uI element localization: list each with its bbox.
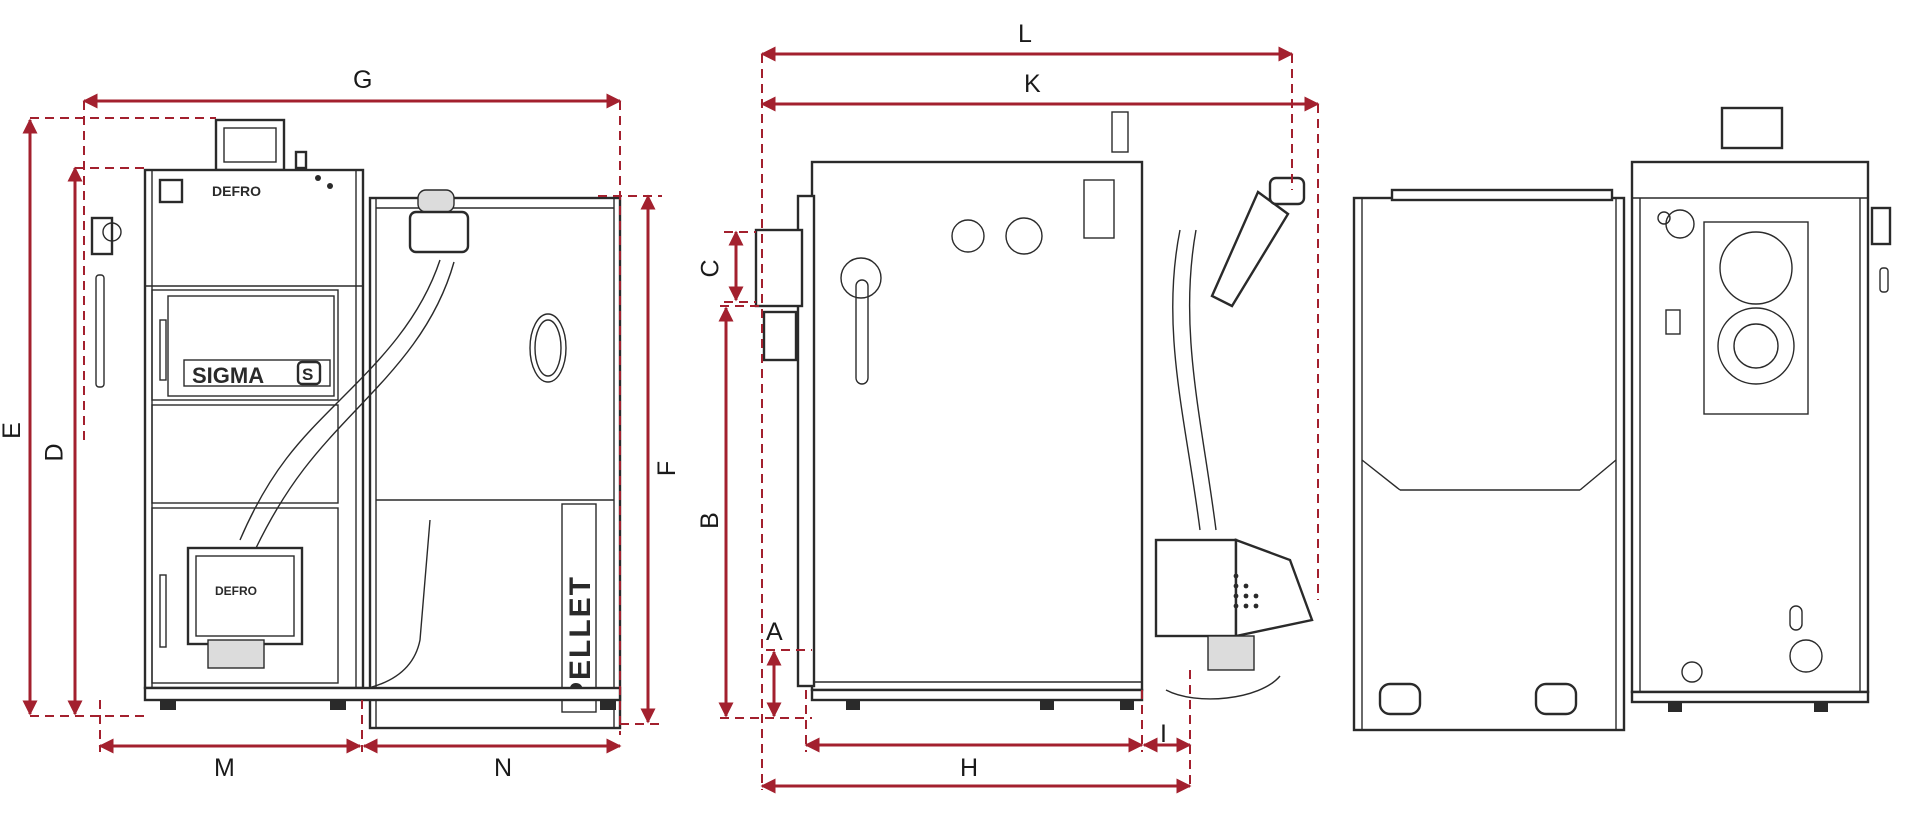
dim-label-b: B <box>695 512 724 529</box>
dim-label-k: K <box>1024 70 1041 98</box>
dim-label-g: G <box>353 66 373 94</box>
hopper-logo: PELLET <box>564 575 597 702</box>
side-flue <box>754 228 804 308</box>
rear-view <box>1352 106 1892 732</box>
dim-label-l: L <box>1018 20 1032 48</box>
dim-label-c: C <box>696 259 725 278</box>
dim-label-m: M <box>214 754 235 782</box>
rear-hopper <box>1352 196 1626 732</box>
side-burner <box>1154 538 1238 638</box>
dim-label-d: D <box>40 443 69 462</box>
dim-label-f: F <box>653 460 682 477</box>
dim-label-h: H <box>960 754 979 782</box>
upper-door <box>151 289 339 401</box>
burner-vent-dots <box>1233 573 1259 609</box>
rear-controller <box>1720 106 1784 150</box>
dim-label-i: I <box>1160 720 1167 748</box>
side-body <box>810 160 1144 692</box>
front-view: DEFRO SIGMA S DEFRO PELLET <box>90 118 622 730</box>
burner-unit <box>186 546 304 646</box>
dim-label-a: A <box>766 618 783 646</box>
maker-logo-top: DEFRO <box>212 183 261 199</box>
model-logo: SIGMA <box>192 363 264 388</box>
rear-flue-panel <box>1703 221 1809 415</box>
model-badge <box>296 360 322 386</box>
rear-body <box>1630 160 1870 694</box>
dim-label-n: N <box>494 754 513 782</box>
model-badge-text: S <box>302 365 313 384</box>
maker-logo-burner: DEFRO <box>215 584 257 598</box>
side-view <box>754 111 1314 710</box>
dimension-lines <box>22 46 1320 794</box>
dim-label-e: E <box>0 422 26 439</box>
